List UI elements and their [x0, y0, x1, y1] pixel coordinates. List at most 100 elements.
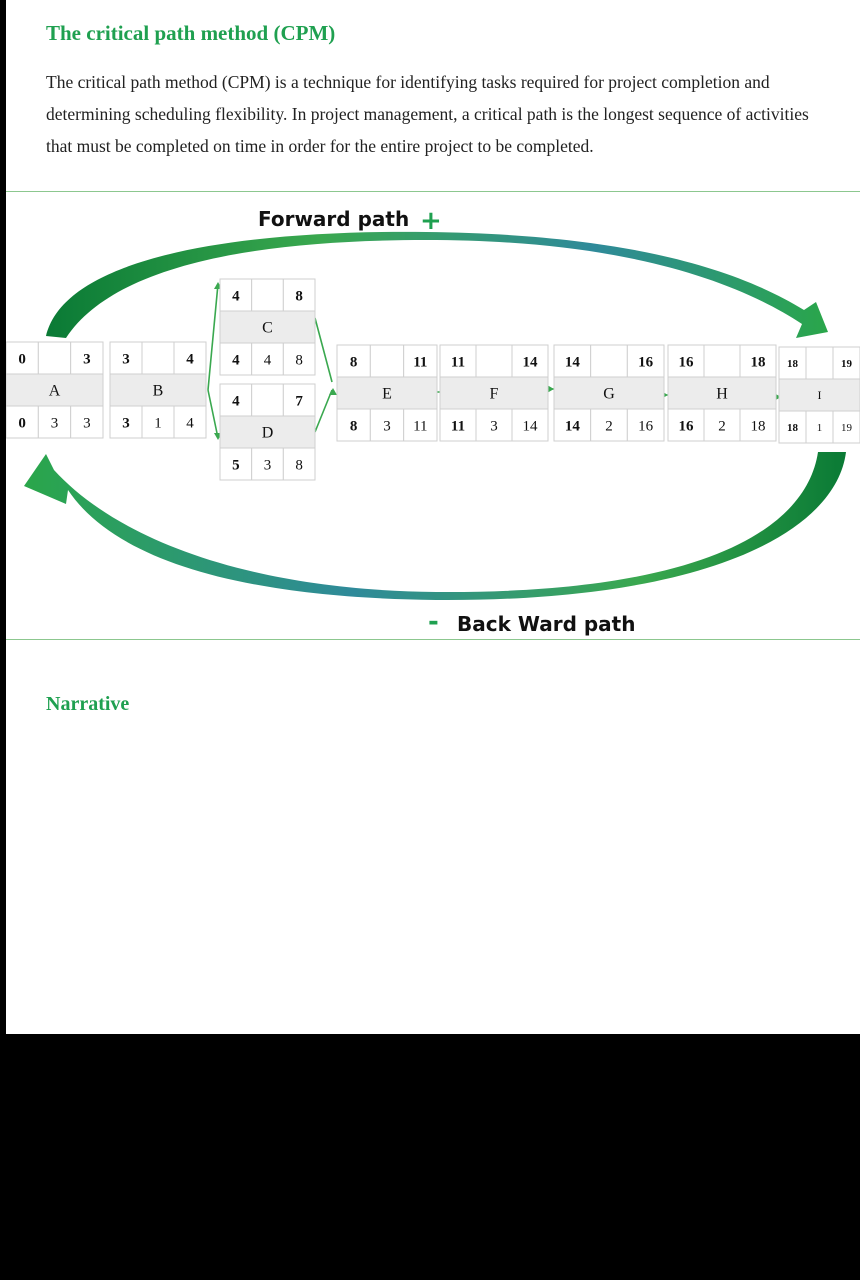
node-cell [282, 383, 316, 417]
document-page: The critical path method (CPM) The criti… [6, 0, 860, 1034]
early-finish: 16 [638, 354, 654, 370]
node-cell [553, 408, 592, 442]
late-finish: 18 [751, 418, 766, 434]
early-finish: 3 [83, 351, 91, 367]
early-start: 14 [565, 354, 581, 370]
node-cell [251, 447, 284, 481]
late-finish: 14 [523, 418, 539, 434]
node-cell [70, 341, 104, 375]
late-finish: 8 [295, 457, 303, 473]
duration: 2 [605, 418, 613, 434]
late-finish: 11 [413, 418, 427, 434]
early-start: 8 [350, 354, 358, 370]
divider-bottom [6, 639, 860, 640]
intro-paragraph: The critical path method (CPM) is a tech… [46, 72, 809, 156]
node-name-cell [219, 415, 316, 449]
node-name-cell [553, 376, 665, 410]
late-start: 18 [787, 422, 799, 434]
node-cell [109, 405, 143, 439]
duration: 3 [51, 415, 59, 431]
early-start: 4 [232, 288, 240, 304]
node-cell [703, 344, 741, 378]
early-finish: 7 [295, 393, 303, 409]
late-finish: 3 [83, 415, 91, 431]
duration: 1 [154, 415, 162, 431]
duration: 3 [490, 418, 498, 434]
early-finish: 11 [413, 354, 427, 370]
duration: 1 [817, 422, 823, 434]
forward-plus-sign: + [420, 206, 442, 236]
node-cell [553, 344, 592, 378]
duration: 3 [264, 457, 272, 473]
late-start: 11 [451, 418, 465, 434]
node-name-cell [219, 310, 316, 344]
connector-d-e [314, 389, 333, 433]
early-start: 11 [451, 354, 465, 370]
node-name-cell [439, 376, 549, 410]
node-cell [173, 341, 207, 375]
late-start: 8 [350, 418, 358, 434]
arrowhead [547, 385, 554, 393]
node-cell [219, 278, 253, 312]
node-cell [251, 383, 284, 417]
node-cell [282, 278, 316, 312]
early-finish: 4 [186, 351, 194, 367]
early-finish: 14 [523, 354, 539, 370]
late-start: 3 [122, 415, 130, 431]
node-cell [832, 410, 860, 444]
early-finish: 19 [841, 358, 853, 370]
narrative-heading: Narrative [46, 693, 130, 715]
activity-name: I [818, 388, 822, 402]
late-start: 5 [232, 457, 240, 473]
late-finish: 8 [295, 352, 303, 368]
node-cell [511, 408, 549, 442]
late-finish: 19 [841, 422, 853, 434]
activity-name: F [490, 385, 499, 402]
early-start: 16 [679, 354, 695, 370]
early-finish: 8 [295, 288, 303, 304]
backward-path-arrow [24, 452, 846, 601]
node-name-cell [778, 378, 860, 412]
node-cell [832, 346, 860, 380]
node-cell [6, 341, 39, 375]
arrowhead [329, 388, 337, 395]
late-finish: 16 [638, 418, 654, 434]
late-start: 0 [18, 415, 26, 431]
node-cell [37, 341, 72, 375]
activity-name: D [262, 424, 274, 441]
activity-name: B [153, 382, 164, 399]
node-cell [590, 408, 628, 442]
node-cell [511, 344, 549, 378]
node-cell [141, 341, 175, 375]
node-name-cell [667, 376, 777, 410]
late-finish: 4 [186, 415, 194, 431]
connector-b-c [207, 283, 219, 391]
forward-path-label: Forward path [258, 207, 409, 231]
node-cell [70, 405, 104, 439]
late-start: 16 [679, 418, 695, 434]
node-cell [778, 410, 807, 444]
node-cell [6, 405, 39, 439]
activity-name: G [603, 385, 615, 402]
node-cell [805, 410, 834, 444]
node-cell [251, 342, 284, 376]
node-cell [475, 344, 513, 378]
node-cell [173, 405, 207, 439]
early-finish: 18 [751, 354, 766, 370]
node-cell [336, 408, 371, 442]
node-cell [219, 342, 253, 376]
node-cell [282, 342, 316, 376]
divider-top [6, 191, 860, 192]
forward-path-arrow [46, 231, 828, 338]
node-cell [703, 408, 741, 442]
node-name-cell [336, 376, 438, 410]
duration: 2 [718, 418, 726, 434]
early-start: 4 [232, 393, 240, 409]
